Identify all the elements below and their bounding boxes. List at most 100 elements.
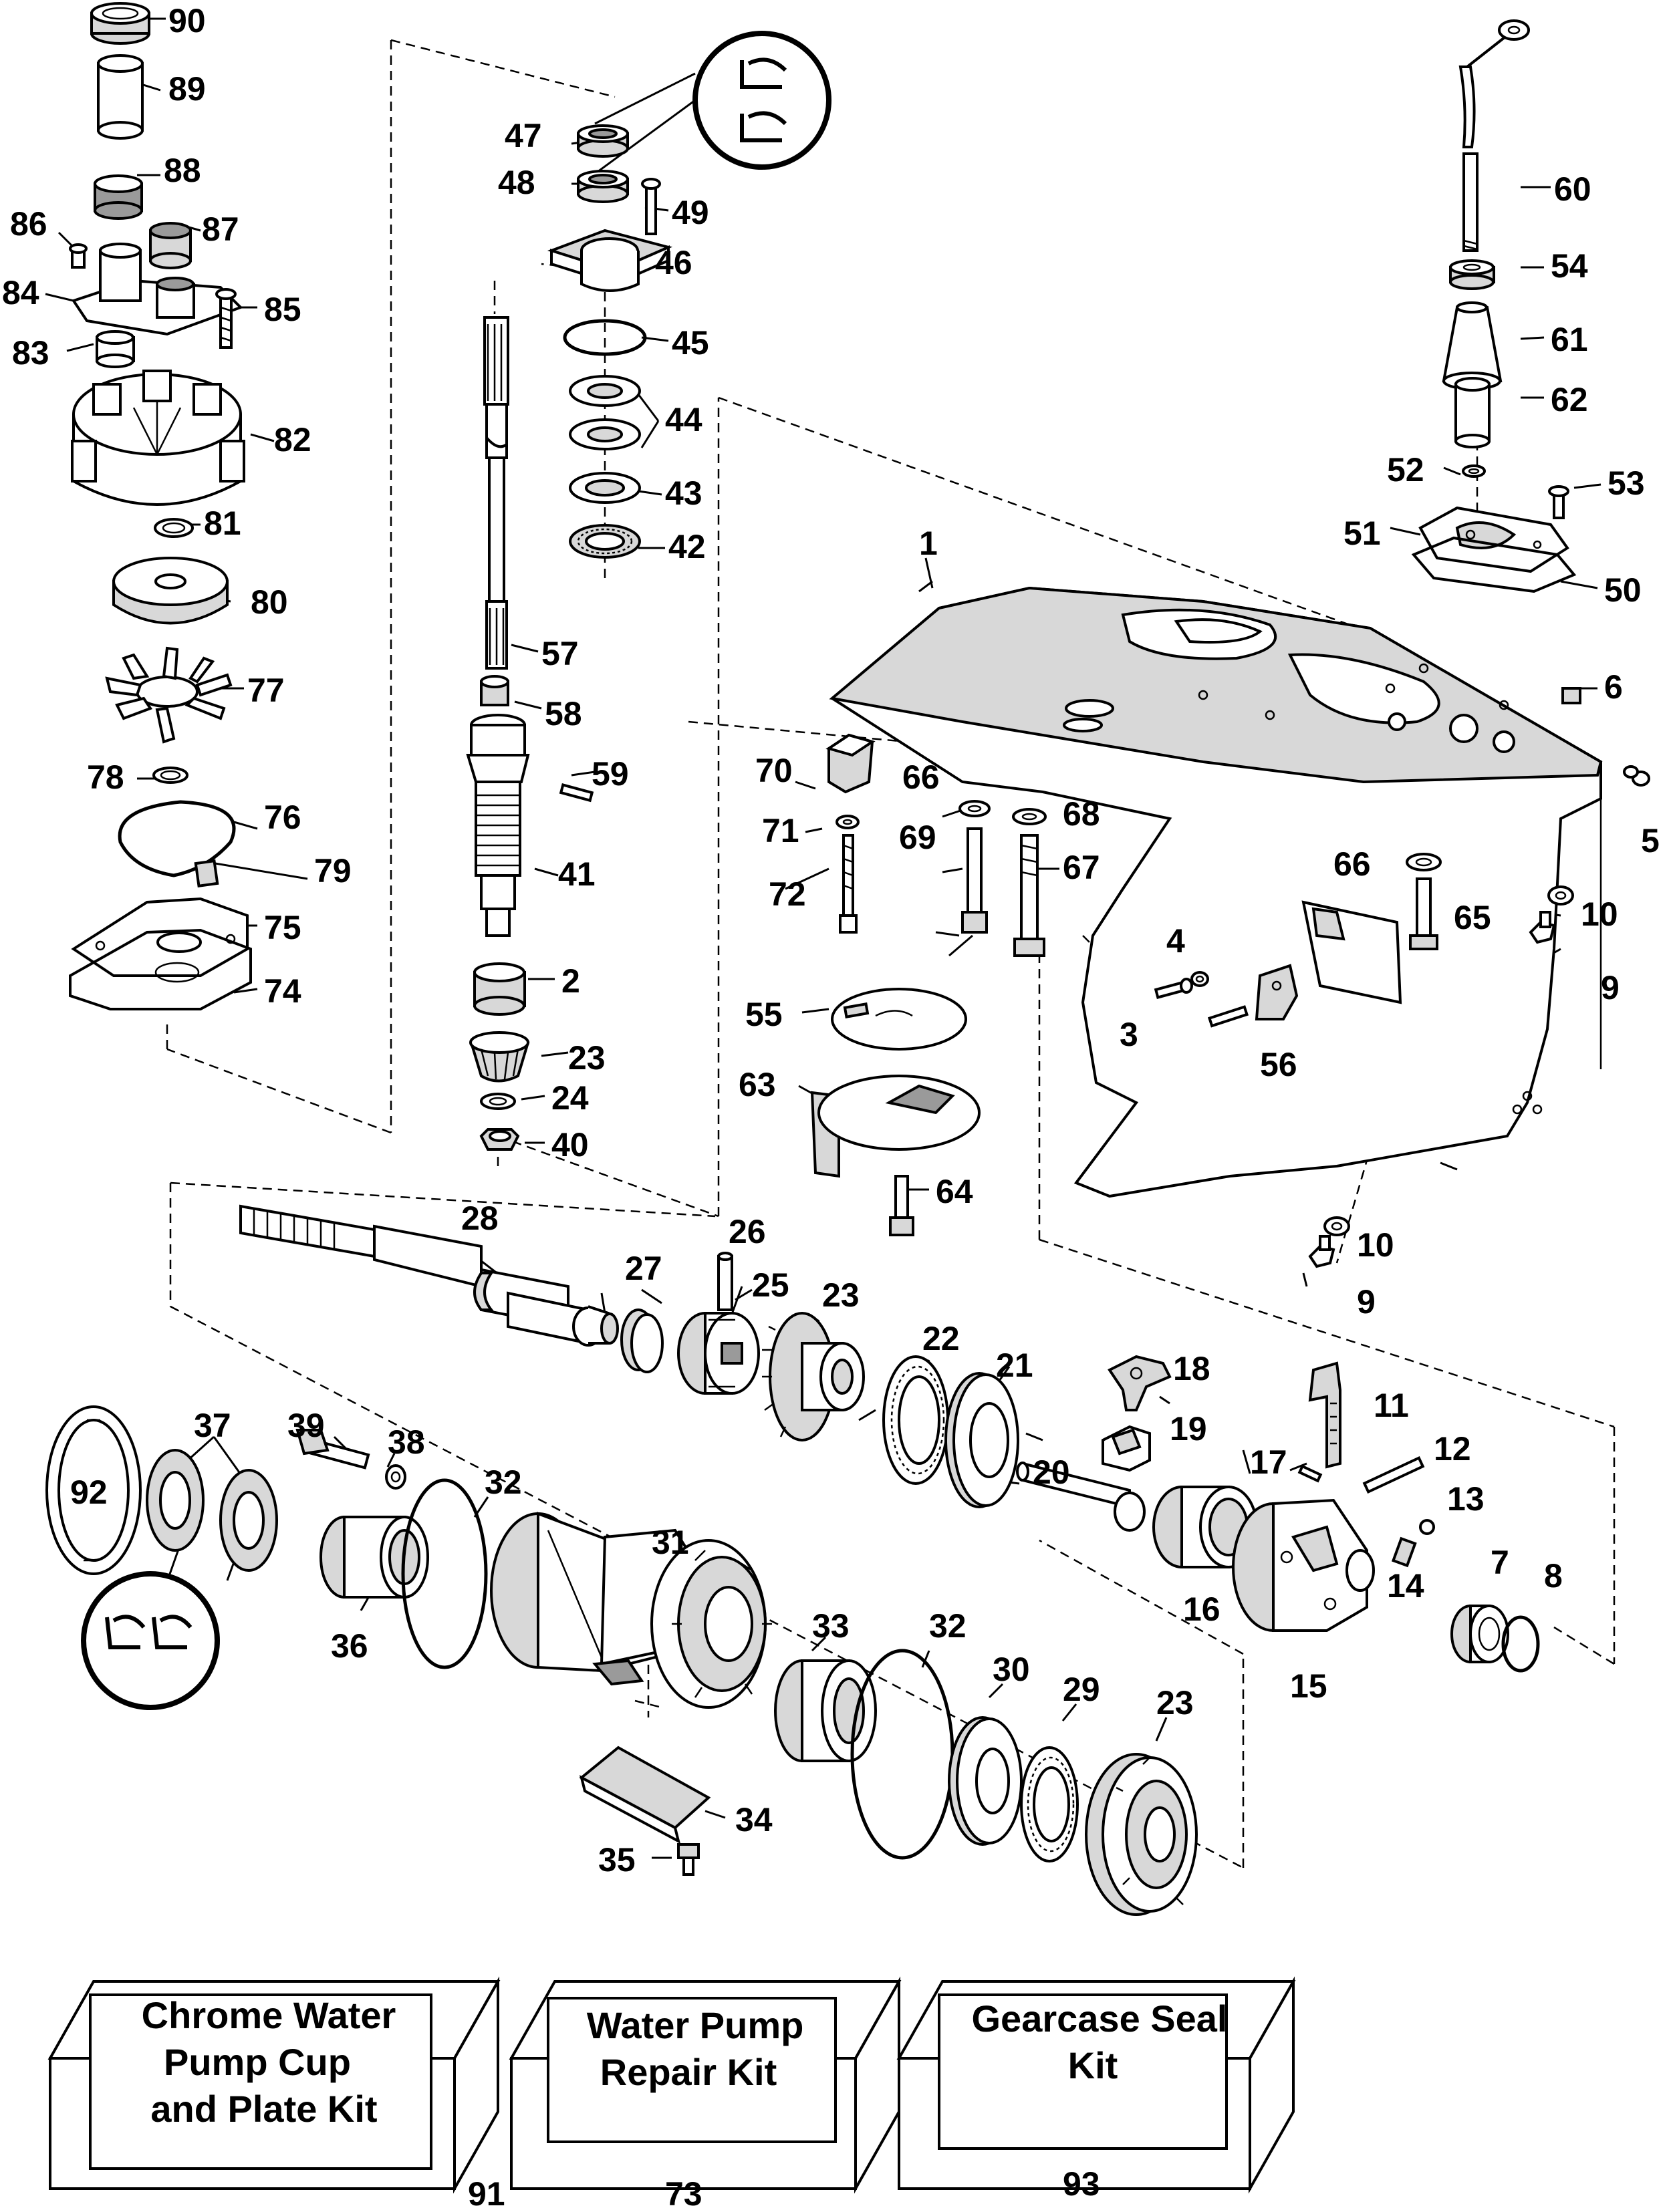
part-78-o-ring	[152, 767, 188, 784]
part-36-needle-bearing	[319, 1516, 429, 1599]
label-85: 85	[264, 291, 301, 328]
label-31: 31	[652, 1524, 689, 1561]
part-67-screw	[1013, 834, 1045, 957]
label-25: 25	[752, 1266, 789, 1304]
label-53: 53	[1608, 464, 1645, 502]
part-12-pin	[1362, 1456, 1425, 1494]
label-13: 13	[1447, 1480, 1485, 1518]
label-20: 20	[1033, 1454, 1070, 1491]
label-44: 44	[665, 401, 702, 438]
part-13-ball	[1419, 1519, 1435, 1535]
part-23-pinion-gear	[469, 1031, 530, 1083]
label-45: 45	[672, 324, 709, 362]
label-10-upper: 10	[1581, 895, 1618, 933]
label-55: 55	[745, 996, 783, 1033]
part-46-bearing-housing	[547, 229, 673, 292]
kit-box-73	[509, 1976, 902, 2194]
label-75: 75	[264, 909, 301, 946]
label-10-lower: 10	[1357, 1226, 1394, 1264]
part-89-tube	[97, 54, 144, 140]
label-54: 54	[1551, 247, 1588, 285]
label-87: 87	[202, 211, 239, 248]
seal-detail-callout-lower	[81, 1571, 220, 1710]
water-pump-assembly	[69, 2, 252, 1010]
part-28-propeller-shaft	[239, 1204, 619, 1347]
label-88: 88	[164, 152, 201, 189]
label-67: 67	[1063, 849, 1100, 886]
label-62: 62	[1551, 381, 1588, 418]
part-57-driveshaft	[483, 316, 509, 670]
label-72: 72	[769, 875, 806, 913]
label-70: 70	[755, 752, 793, 789]
part-59-pin	[559, 783, 594, 803]
seal-detail-callout	[692, 31, 831, 170]
part-8-o-ring	[1501, 1615, 1540, 1673]
label-40: 40	[551, 1126, 589, 1163]
part-5-fitting	[1623, 765, 1650, 787]
label-84: 84	[2, 274, 39, 311]
label-51: 51	[1343, 515, 1381, 552]
part-66-washer-upper	[958, 800, 991, 817]
part-10-seal-washer-upper	[1547, 885, 1574, 906]
part-77-impeller	[105, 646, 233, 744]
label-66-lower: 66	[1333, 845, 1371, 883]
part-44-shims	[569, 375, 641, 450]
part-62-bushing	[1454, 377, 1491, 448]
label-52: 52	[1387, 451, 1424, 489]
part-49-screw	[641, 178, 661, 235]
part-70-plug	[825, 733, 876, 794]
part-32-o-ring-upper	[401, 1478, 488, 1669]
label-9-lower: 9	[1357, 1283, 1376, 1321]
label-23-pinion: 23	[568, 1039, 606, 1077]
label-64: 64	[936, 1173, 973, 1210]
label-79: 79	[314, 852, 352, 889]
part-40-nut	[479, 1128, 520, 1151]
part-80-cup	[112, 557, 229, 625]
part-72-screw	[839, 834, 858, 934]
part-81-o-ring	[154, 518, 194, 538]
label-89: 89	[168, 70, 206, 108]
part-90-grommet	[90, 2, 150, 45]
part-6-plug	[1561, 687, 1581, 704]
label-21: 21	[996, 1347, 1033, 1384]
label-41: 41	[558, 855, 596, 893]
part-75-plate	[71, 897, 249, 977]
part-48-seal	[577, 170, 629, 203]
part-47-seal	[577, 124, 629, 158]
label-24: 24	[551, 1079, 589, 1117]
part-68-washer	[1012, 808, 1047, 825]
label-46: 46	[655, 244, 692, 281]
label-3: 3	[1120, 1016, 1138, 1053]
part-63-trim-tab	[810, 1075, 981, 1178]
label-37: 37	[194, 1407, 231, 1444]
label-91: 91	[468, 2175, 505, 2212]
part-10-seal-washer-lower	[1323, 1216, 1350, 1236]
part-24-washer	[480, 1093, 516, 1110]
label-4: 4	[1166, 922, 1185, 960]
part-50-gasket	[1411, 536, 1577, 593]
label-74: 74	[264, 972, 301, 1010]
label-81: 81	[204, 505, 241, 542]
label-43: 43	[665, 474, 702, 512]
label-1: 1	[919, 525, 938, 562]
part-18-shift-cradle	[1108, 1355, 1172, 1411]
part-22-thrust-bearing	[882, 1355, 949, 1485]
label-82: 82	[274, 421, 311, 458]
label-35: 35	[598, 1841, 636, 1879]
label-77: 77	[247, 672, 285, 709]
part-52-o-ring	[1462, 464, 1486, 478]
part-92-ring	[45, 1405, 142, 1575]
kit-91-title-line-3: and Plate Kit	[150, 2088, 377, 2130]
label-92: 92	[70, 1474, 108, 1511]
part-29-thrust-bearing	[1020, 1746, 1079, 1862]
label-9-upper: 9	[1601, 969, 1620, 1006]
part-86-screw	[69, 243, 88, 269]
label-66-upper: 66	[902, 758, 940, 796]
part-51-cover	[1418, 506, 1569, 573]
part-31-bearing-housing	[490, 1512, 772, 1709]
part-15-shift-housing	[1232, 1498, 1375, 1632]
part-88-grommet	[94, 174, 143, 220]
label-80: 80	[251, 583, 288, 621]
part-35-screw	[677, 1843, 700, 1876]
part-3-screw	[1154, 978, 1193, 999]
